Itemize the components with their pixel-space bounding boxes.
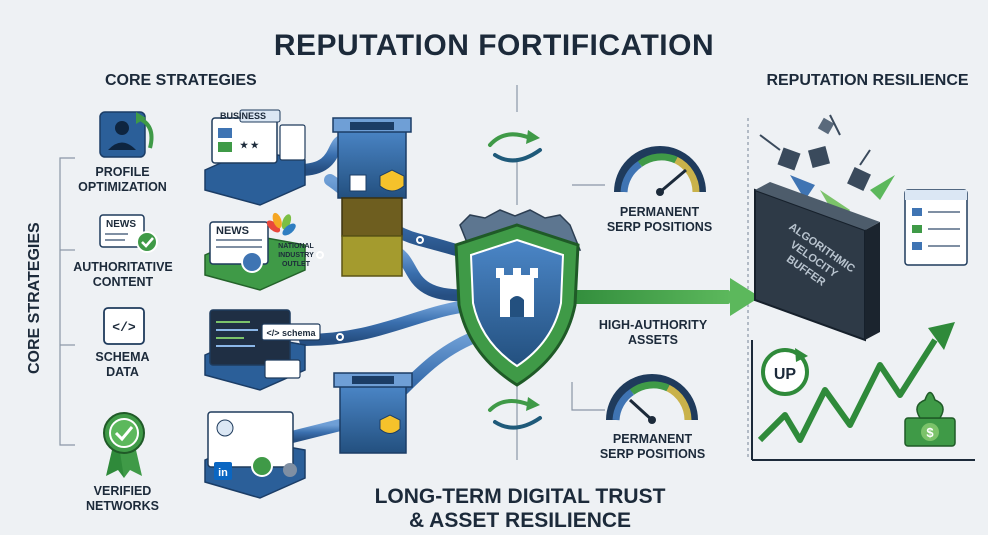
central-fortress-shield bbox=[454, 209, 582, 387]
swap-arrows-icon-top bbox=[488, 130, 542, 163]
label-line-1: VERIFIED bbox=[93, 484, 152, 498]
right-heading: REPUTATION RESILIENCE bbox=[766, 72, 969, 89]
news-icon-text: NEWS bbox=[106, 219, 136, 230]
business-profile-card: ★ ★ bbox=[211, 109, 306, 164]
serp-bottom-line-2: SERP POSITIONS bbox=[599, 447, 706, 461]
news-card bbox=[209, 212, 296, 273]
globe-icon bbox=[241, 251, 263, 273]
money-icon bbox=[904, 391, 956, 447]
outlet-line-3: OUTLET bbox=[282, 261, 311, 268]
linkedin-icon-text: in bbox=[218, 467, 228, 479]
bottom-caption: LONG-TERM DIGITAL TRUST & ASSET RESILIEN… bbox=[370, 485, 670, 533]
gauge-icon-top bbox=[614, 146, 706, 196]
high-authority-line-1: HIGH-AUTHORITY bbox=[598, 318, 708, 332]
serp-label-bottom: PERMANENT SERP POSITIONS bbox=[585, 432, 720, 462]
label-line-2: CONTENT bbox=[92, 275, 154, 289]
label-line-1: AUTHORITATIVE bbox=[73, 260, 173, 274]
gauge-icon-bottom bbox=[606, 374, 698, 424]
code-icon-text: </> bbox=[112, 320, 136, 335]
label-line-1: PROFILE bbox=[95, 165, 150, 179]
chart-icon bbox=[349, 174, 367, 192]
tower-top bbox=[332, 117, 412, 277]
network-peacock-icon bbox=[266, 212, 296, 236]
verified-ribbon-icon bbox=[103, 412, 145, 478]
serp-bottom-line-1: PERMANENT bbox=[612, 432, 693, 446]
link-icon bbox=[336, 333, 344, 341]
page-title: REPUTATION FORTIFICATION bbox=[273, 29, 715, 62]
left-side-label: CORE STRATEGIES bbox=[26, 222, 43, 374]
schema-card-text: </> schema bbox=[266, 328, 316, 338]
business-card-text: BUSINESS bbox=[220, 111, 266, 121]
strategy-label-profile: PROFILE OPTIMIZATION bbox=[60, 165, 185, 195]
small-shield-icon bbox=[379, 169, 405, 192]
social-profile-card bbox=[207, 411, 297, 480]
up-badge-text: UP bbox=[774, 366, 797, 383]
schema-code-card bbox=[209, 309, 321, 379]
dollar-sign-text: $ bbox=[926, 425, 934, 440]
label-line-2: DATA bbox=[106, 365, 139, 379]
outlet-line-2: INDUSTRY bbox=[278, 252, 314, 259]
castle-tower-icon bbox=[496, 268, 538, 317]
algorithmic-buffer-panel bbox=[754, 182, 880, 342]
pipe-schema bbox=[299, 299, 481, 346]
high-authority-line-2: ASSETS bbox=[627, 333, 678, 347]
left-bracket-line bbox=[59, 157, 75, 446]
serp-top-line-2: SERP POSITIONS bbox=[606, 220, 713, 234]
label-line-2: NETWORKS bbox=[86, 499, 159, 513]
link-icon bbox=[416, 236, 424, 244]
checkmark-icon bbox=[136, 231, 158, 253]
serp-top-line-1: PERMANENT bbox=[619, 205, 700, 219]
growth-chart bbox=[751, 322, 975, 461]
news-card-text: NEWS bbox=[216, 225, 249, 237]
code-file-icon bbox=[103, 307, 145, 345]
serp-label-top: PERMANENT SERP POSITIONS bbox=[592, 205, 727, 235]
main-green-arrow bbox=[560, 278, 760, 316]
bottom-caption-line-1: LONG-TERM DIGITAL TRUST bbox=[374, 485, 666, 508]
bottom-caption-line-2: & ASSET RESILIENCE bbox=[408, 509, 632, 533]
strategy-label-content: AUTHORITATIVE CONTENT bbox=[58, 260, 188, 290]
outlet-line-1: NATIONAL bbox=[278, 243, 314, 250]
small-shield-icon bbox=[379, 414, 401, 434]
strategy-icons bbox=[99, 111, 158, 478]
left-heading: CORE STRATEGIES bbox=[105, 72, 257, 89]
serp-bottom-connector bbox=[571, 382, 605, 411]
link-icon bbox=[316, 251, 324, 259]
swap-arrows-icon-bottom bbox=[488, 397, 542, 430]
tower-bottom bbox=[333, 372, 413, 454]
strategy-label-verified: VERIFIED NETWORKS bbox=[60, 484, 185, 514]
gear-icon bbox=[283, 463, 297, 477]
label-line-2: OPTIMIZATION bbox=[78, 180, 167, 194]
high-authority-label: HIGH-AUTHORITY ASSETS bbox=[588, 318, 718, 348]
strategy-label-schema: SCHEMA DATA bbox=[60, 350, 185, 380]
guide-lines bbox=[59, 85, 749, 460]
verified-badge-icon bbox=[251, 455, 273, 477]
star-rating-icon: ★ ★ bbox=[240, 140, 260, 150]
browser-window-icon bbox=[904, 189, 968, 266]
label-line-1: SCHEMA bbox=[95, 350, 150, 364]
